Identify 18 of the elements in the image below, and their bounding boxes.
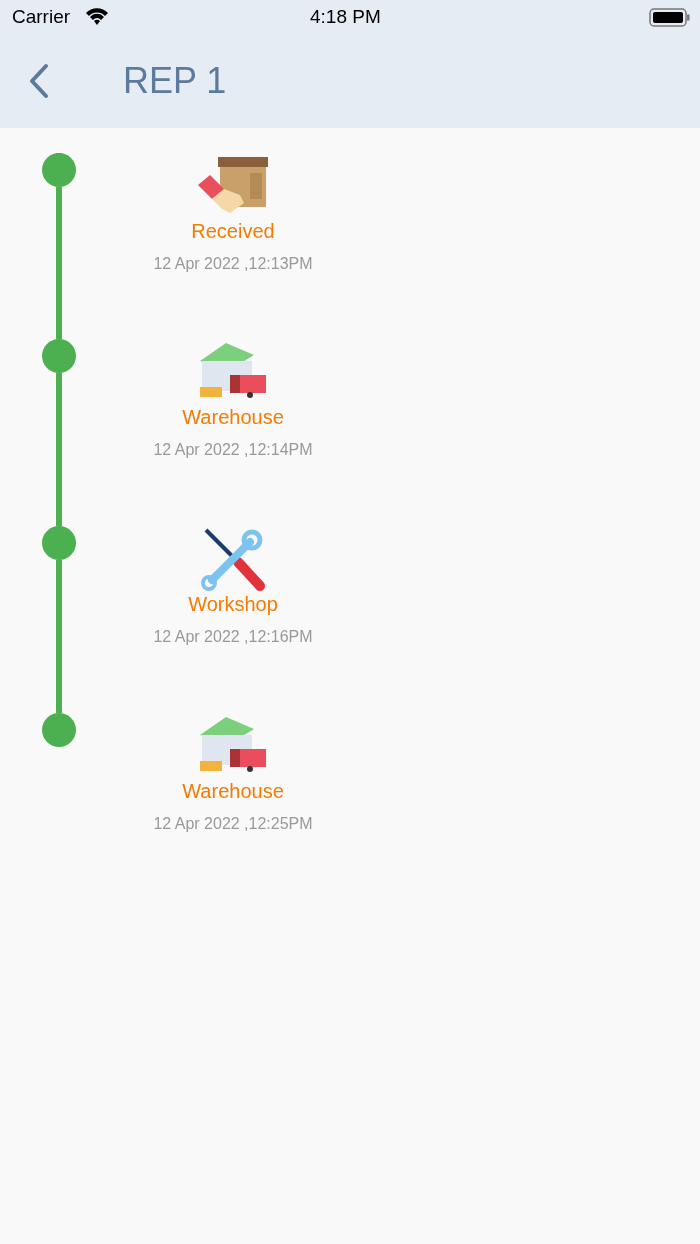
timeline-dot	[42, 713, 76, 747]
status-label: Warehouse	[181, 780, 285, 803]
timeline-line	[56, 373, 62, 526]
screen-title: REP 1	[123, 60, 227, 102]
timestamp: 12 Apr 2022 ,12:16PM	[152, 628, 314, 646]
status-label: Received	[190, 220, 276, 243]
timestamp: 12 Apr 2022 ,12:25PM	[152, 815, 314, 833]
timeline-dot	[42, 526, 76, 560]
timeline-line	[56, 187, 62, 339]
carrier-text: Carrier	[12, 6, 71, 28]
timeline-line	[56, 560, 62, 713]
status-label: Workshop	[187, 593, 279, 616]
status-time: 4:18 PM	[310, 6, 381, 28]
timestamp: 12 Apr 2022 ,12:13PM	[152, 255, 314, 273]
timeline-dot	[42, 339, 76, 373]
timestamp: 12 Apr 2022 ,12:14PM	[152, 441, 314, 459]
status-label: Warehouse	[181, 406, 285, 429]
timeline-dot	[42, 153, 76, 187]
